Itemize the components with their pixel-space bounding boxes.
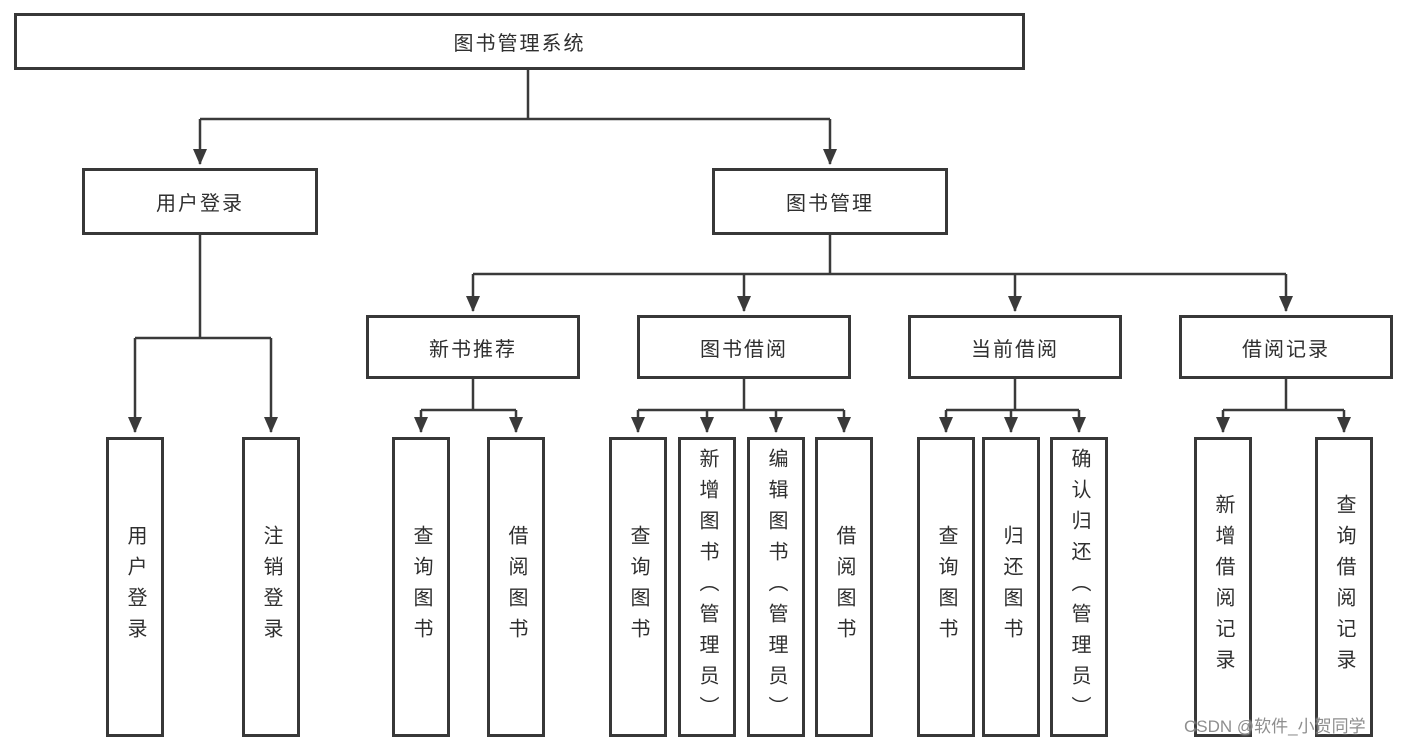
connector-user-login-to-leaves: [128, 235, 278, 433]
leaf-edit-book-admin: 编辑图书（管理员）: [747, 437, 805, 737]
leaf-add-book-admin: 新增图书（管理员）: [678, 437, 736, 737]
node-book-borrowing: 图书借阅: [637, 315, 851, 379]
connector-current-to-leaves: [939, 379, 1086, 433]
watermark: CSDN @软件_小贺同学: [1184, 717, 1366, 736]
leaf-add-borrow-record: 新增借阅记录: [1194, 437, 1252, 737]
leaf-query-books-label: 查询图书: [627, 525, 649, 649]
node-user-login: 用户登录: [82, 168, 318, 235]
leaf-query-books: 查询图书: [392, 437, 450, 737]
node-borrowing-records-label: 借阅记录: [1242, 338, 1330, 361]
node-new-book-recommendation: 新书推荐: [366, 315, 580, 379]
node-book-management-label: 图书管理: [786, 193, 874, 215]
leaf-borrow-books-label: 借阅图书: [833, 525, 855, 649]
node-library-management-system: 图书管理系统: [14, 13, 1025, 70]
node-library-management-system-label: 图书管理系统: [453, 33, 586, 55]
leaf-return-books: 归还图书: [982, 437, 1040, 737]
connector-recommend-to-leaves: [414, 379, 523, 433]
leaf-query-borrow-record: 查询借阅记录: [1315, 437, 1373, 737]
connector-root-to-level2: [193, 70, 837, 165]
node-current-borrowing-label: 当前借阅: [971, 338, 1059, 361]
leaf-logout: 注销登录: [242, 437, 300, 737]
leaf-edit-book-admin-label: 编辑图书（管理员）: [765, 447, 787, 727]
leaf-query-borrow-record-label: 查询借阅记录: [1333, 494, 1355, 680]
leaf-user-login: 用户登录: [106, 437, 164, 737]
leaf-borrow-books-label: 借阅图书: [505, 525, 527, 649]
node-book-management: 图书管理: [712, 168, 948, 235]
node-current-borrowing: 当前借阅: [908, 315, 1122, 379]
node-new-book-recommendation-label: 新书推荐: [429, 338, 517, 361]
leaf-confirm-return-admin: 确认归还（管理员）: [1050, 437, 1108, 737]
leaf-borrow-books: 借阅图书: [487, 437, 545, 737]
leaf-query-books-label: 查询图书: [410, 525, 432, 649]
leaf-query-books: 查询图书: [917, 437, 975, 737]
leaf-add-book-admin-label: 新增图书（管理员）: [696, 447, 718, 727]
connector-book-mgmt-to-level3: [466, 235, 1293, 312]
leaf-query-books: 查询图书: [609, 437, 667, 737]
leaf-query-books-label: 查询图书: [935, 525, 957, 649]
leaf-logout-label: 注销登录: [260, 525, 282, 649]
leaf-confirm-return-admin-label: 确认归还（管理员）: [1068, 447, 1090, 727]
node-borrowing-records: 借阅记录: [1179, 315, 1393, 379]
leaf-return-books-label: 归还图书: [1000, 525, 1022, 649]
leaf-user-login-label: 用户登录: [124, 525, 146, 649]
node-book-borrowing-label: 图书借阅: [700, 338, 788, 361]
leaf-add-borrow-record-label: 新增借阅记录: [1212, 494, 1234, 680]
leaf-borrow-books: 借阅图书: [815, 437, 873, 737]
connector-records-to-leaves: [1216, 379, 1351, 433]
node-user-login-label: 用户登录: [156, 193, 244, 215]
connector-borrowing-to-leaves: [631, 379, 851, 433]
